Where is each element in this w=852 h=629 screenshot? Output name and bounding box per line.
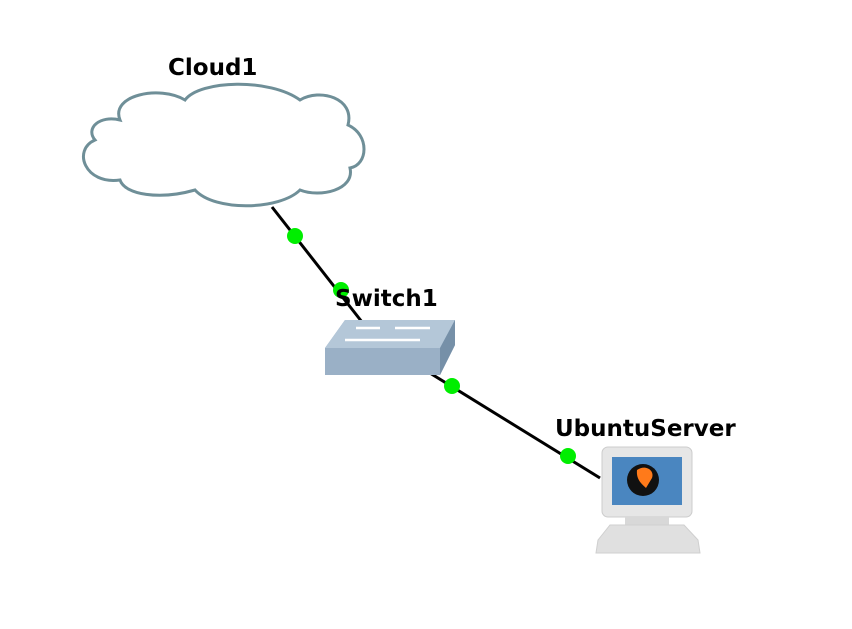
- qemu-computer-icon[interactable]: [595, 446, 701, 554]
- link-status-dot: [333, 282, 349, 298]
- node-label-ubuntuserver[interactable]: UbuntuServer: [555, 416, 736, 442]
- link-status-dot: [287, 228, 303, 244]
- switch-icon[interactable]: [325, 320, 455, 375]
- node-label-switch1[interactable]: Switch1: [335, 286, 438, 312]
- link-cloud1-switch1[interactable]: [270, 206, 364, 323]
- node-label-cloud1[interactable]: Cloud1: [168, 55, 258, 81]
- link-status-dot: [560, 448, 576, 464]
- cloud-icon[interactable]: [82, 82, 366, 208]
- link-status-dot: [444, 378, 460, 394]
